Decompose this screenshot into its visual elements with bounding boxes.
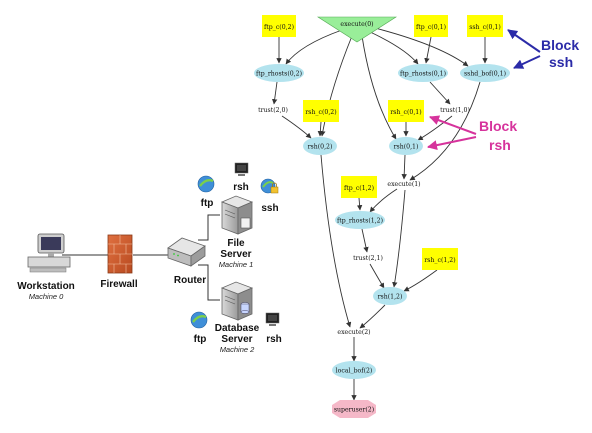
block-ssh-callout: Block ssh [507, 29, 579, 70]
ssh-secure-globe-icon [260, 178, 279, 194]
node-trust-2-0: trust(2,0) [258, 107, 288, 114]
edge-execute0-to-sshd-bof01 [374, 27, 469, 67]
ftp-service-label-2: ftp [194, 334, 207, 345]
block-rsh-label-line2: rsh [489, 137, 511, 153]
node-execute-2: execute(2) [337, 329, 370, 336]
node-superuser-2: superuser(2) [334, 407, 374, 414]
router-icon [167, 237, 206, 267]
ftp-globe-icon-2 [190, 311, 208, 329]
attack-graph-nodes: execute(0) ftp_c(0,2) ftp_c(0,1) ssh_c(0… [254, 15, 510, 418]
file-server-icon [220, 195, 254, 235]
rsh-service-label-1: rsh [233, 182, 249, 193]
file-server-sublabel: Machine 1 [219, 260, 254, 269]
firewall-icon [107, 234, 133, 274]
attack-graph-edges [271, 27, 488, 401]
file-server-label-line1: File [227, 238, 245, 249]
node-rsh-1-2-shape [373, 287, 407, 305]
node-execute-0-shape [316, 16, 398, 43]
node-local-bof-2: local_bof(2) [336, 368, 373, 375]
node-rsh-c-0-1-box [388, 100, 424, 122]
ftp-globe-icon [197, 175, 215, 193]
rsh-terminal-icon-2 [265, 312, 280, 326]
db-server-sublabel: Machine 2 [220, 345, 255, 354]
edge-ftp-rhosts01-to-trust10 [429, 81, 451, 105]
block-ssh-label-line1: Block [541, 37, 579, 53]
edge-execute0-to-ftp-rhosts02 [285, 29, 343, 65]
edge-execute0-to-rsh01 [361, 35, 397, 140]
workstation-label: Workstation [17, 281, 75, 292]
edge-execute0-to-ftp-rhosts01 [367, 30, 419, 65]
node-superuser-2-shape [332, 400, 376, 418]
edge-rsh12-to-execute2 [359, 304, 386, 329]
db-server-label-line1: Database [215, 323, 260, 334]
edge-rsh-c02-to-rsh02 [317, 121, 324, 137]
node-trust-2-1: trust(2,1) [353, 255, 383, 262]
node-ftp-c-0-1-box [414, 15, 448, 37]
node-sshd-bof-0-1-shape [460, 64, 510, 82]
rsh-service-label-2: rsh [266, 334, 282, 345]
edge-ftp-c12-to-ftp-rhosts12 [356, 197, 363, 211]
file-server-label-line2: Server [220, 249, 251, 260]
block-rsh-callout: Block rsh [427, 115, 517, 153]
node-rsh-c-1-2-box [422, 248, 458, 270]
node-ssh-c-0-1: ssh_c(0,1) [469, 24, 501, 31]
node-rsh-c-0-2-box [303, 100, 339, 122]
node-ssh-c-0-1-box [467, 15, 503, 37]
node-rsh-0-2: rsh(0,2) [308, 144, 333, 151]
node-ftp-rhosts-0-1-shape [398, 64, 448, 82]
edge-sshd-bof01-to-execute1 [409, 81, 481, 181]
node-ftp-rhosts-0-1: ftp_rhosts(0,1) [400, 71, 446, 78]
node-execute-0: execute(0) [340, 21, 373, 28]
edge-rsh02-to-execute2 [320, 154, 352, 328]
node-trust-1-0: trust(1,0) [440, 107, 470, 114]
node-ftp-c-0-2-box [262, 15, 296, 37]
edge-ftp-rhosts02-to-trust20 [271, 81, 278, 105]
rsh-terminal-icon [234, 162, 249, 176]
node-ftp-c-0-2: ftp_c(0,2) [264, 24, 294, 31]
block-ssh-label-line2: ssh [549, 54, 573, 70]
edge-ftp-c01-to-ftp-rhosts01 [424, 36, 432, 64]
node-ftp-rhosts-0-2-shape [254, 64, 304, 82]
edge-rsh01-to-execute1 [401, 154, 407, 180]
node-ftp-rhosts-1-2-shape [335, 211, 385, 229]
edge-execute0-to-rsh02 [320, 35, 353, 137]
edge-trust10-to-rsh01 [417, 115, 453, 141]
edge-trust20-to-rsh02 [281, 115, 312, 139]
edge-rsh-c12-to-rsh12 [403, 269, 438, 292]
workstation-sublabel: Machine 0 [29, 292, 64, 301]
node-rsh-0-2-shape [303, 137, 337, 155]
node-rsh-0-1-shape [389, 137, 423, 155]
db-server-label-line2: Server [221, 334, 252, 345]
node-rsh-1-2: rsh(1,2) [378, 294, 403, 301]
block-rsh-label-line1: Block [479, 118, 517, 134]
node-sshd-bof-0-1: sshd_bof(0,1) [464, 71, 506, 78]
node-rsh-c-1-2: rsh_c(1,2) [424, 257, 455, 264]
node-ftp-c-1-2-box [341, 176, 377, 198]
edge-execute1-to-ftp-rhosts12 [369, 188, 398, 213]
node-rsh-c-0-1: rsh_c(0,1) [390, 109, 421, 116]
edge-trust21-to-rsh12 [369, 263, 385, 289]
node-local-bof-2-shape [332, 361, 376, 379]
workstation-icon [27, 233, 71, 273]
node-ftp-rhosts-1-2: ftp_rhosts(1,2) [337, 218, 383, 225]
node-ftp-c-0-1: ftp_c(0,1) [416, 24, 446, 31]
node-ftp-rhosts-0-2: ftp_rhosts(0,2) [256, 71, 302, 78]
ftp-service-label-1: ftp [201, 198, 214, 209]
network-links [62, 214, 220, 301]
database-server-icon [220, 281, 254, 321]
node-execute-1: execute(1) [387, 181, 420, 188]
firewall-label: Firewall [100, 279, 137, 290]
node-ftp-c-1-2: ftp_c(1,2) [344, 185, 374, 192]
ssh-service-label: ssh [261, 203, 278, 214]
node-rsh-0-1: rsh(0,1) [394, 144, 419, 151]
edge-execute1-to-rsh12 [392, 189, 406, 288]
edge-ftp-rhosts12-to-trust21 [361, 228, 369, 253]
node-rsh-c-0-2: rsh_c(0,2) [305, 109, 336, 116]
router-label: Router [174, 275, 206, 286]
